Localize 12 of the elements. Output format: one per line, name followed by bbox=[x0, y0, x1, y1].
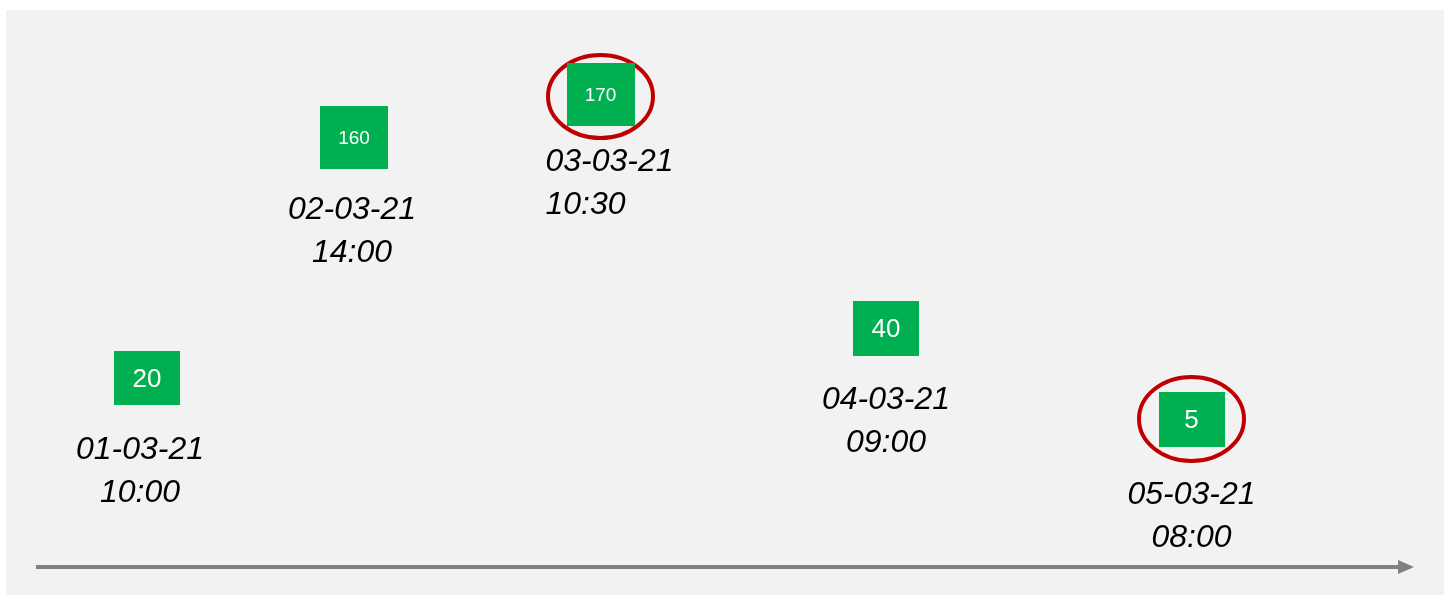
timestamp-label: 04-03-21 09:00 bbox=[820, 379, 952, 461]
value-box: 40 bbox=[853, 301, 919, 356]
value-box: 5 bbox=[1158, 391, 1225, 447]
value-box: 160 bbox=[320, 106, 388, 169]
highlight-ellipse bbox=[1137, 375, 1246, 463]
value-box: 20 bbox=[114, 351, 180, 405]
timestamp-label: 03-03-21 10:30 bbox=[545, 141, 675, 223]
timestamp-label: 01-03-21 10:00 bbox=[74, 429, 206, 511]
highlight-ellipse bbox=[546, 53, 655, 140]
value-box: 170 bbox=[566, 63, 635, 126]
timestamp-label: 02-03-21 14:00 bbox=[286, 189, 418, 271]
timestamp-label: 05-03-21 08:00 bbox=[1126, 473, 1257, 556]
